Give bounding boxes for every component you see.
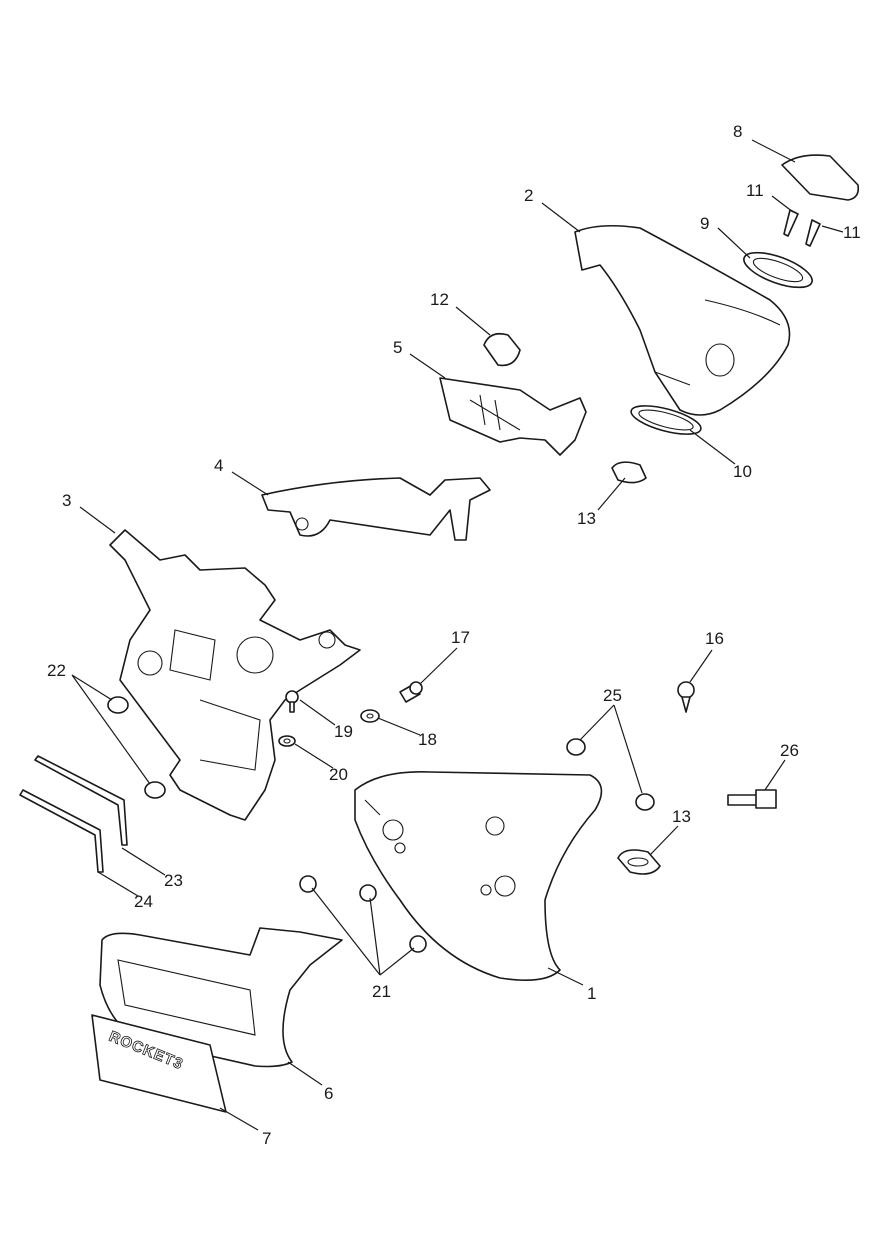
callout-7: 7 (262, 1129, 271, 1148)
part-16-clip (677, 681, 695, 713)
callout-9: 9 (700, 214, 709, 233)
callout-25: 25 (603, 686, 622, 705)
part-12-grommet (483, 332, 521, 367)
part-19-screw (285, 690, 299, 713)
callout-16: 16 (705, 629, 724, 648)
callout-4: 4 (214, 456, 223, 475)
part-23-24-allen-keys (19, 755, 128, 873)
callout-2: 2 (524, 186, 533, 205)
part-5-bracket (439, 377, 587, 456)
leader-lines (71, 139, 844, 1131)
callout-12: 12 (430, 290, 449, 309)
part-20-washer (278, 735, 296, 747)
part-11-screws (783, 209, 821, 247)
part-9-ring (743, 251, 813, 289)
part-13-grommet (611, 461, 661, 875)
part-22-bushings (107, 696, 166, 799)
callout-1: 1 (587, 984, 596, 1003)
callout-17: 17 (451, 628, 470, 647)
part-4-arm (261, 477, 491, 541)
part-25-bushings (566, 738, 655, 811)
callout-10: 10 (733, 462, 752, 481)
callout-11: 11 (746, 181, 764, 200)
part-17-bolt (399, 681, 423, 703)
callout-19: 19 (334, 722, 353, 741)
callout-6: 6 (324, 1084, 333, 1103)
callout-13: 13 (577, 509, 596, 528)
callout-11: 11 (843, 223, 861, 242)
part-7-badge: ROCKET3 (91, 1014, 227, 1113)
part-18-washer (360, 709, 380, 723)
part-10-gasket (630, 405, 702, 435)
callout-13: 13 (672, 807, 691, 826)
callout-21: 21 (372, 982, 391, 1001)
callout-5: 5 (393, 338, 402, 357)
callout-23: 23 (164, 871, 183, 890)
callout-18: 18 (418, 730, 437, 749)
callout-20: 20 (329, 765, 348, 784)
callout-24: 24 (134, 892, 153, 911)
part-8-cap (781, 154, 860, 201)
part-2-housing (574, 224, 791, 416)
callout-3: 3 (62, 491, 71, 510)
part-1-side-panel (354, 771, 603, 982)
callout-8: 8 (733, 122, 742, 141)
callouts: 8 11 11 2 9 12 5 10 13 4 3 17 16 22 25 1… (47, 122, 861, 1148)
part-3-main-bracket (109, 529, 361, 821)
callout-22: 22 (47, 661, 66, 680)
callout-26: 26 (780, 741, 799, 760)
part-26-pin (727, 789, 777, 809)
part-21-bolts (299, 875, 427, 953)
